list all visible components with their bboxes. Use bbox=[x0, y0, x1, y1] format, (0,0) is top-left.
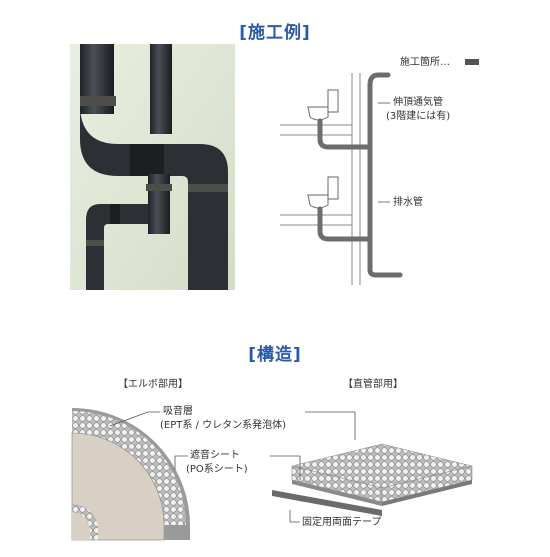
absorb-layer-label: 吸音層 bbox=[163, 406, 193, 417]
elbow-cross-section bbox=[71, 408, 190, 541]
drain-pipe-label: 排水管 bbox=[393, 197, 423, 208]
shield-sheet-label: 遮音シート bbox=[190, 450, 240, 461]
pipe-photo bbox=[70, 44, 235, 290]
building-schematic bbox=[280, 72, 403, 285]
tape-label: 固定用両面テープ bbox=[302, 517, 382, 528]
structure-heading: [構造] bbox=[248, 345, 302, 365]
vent-pipe-label: 伸頂通気管 bbox=[393, 97, 443, 108]
straight-layer-diagram bbox=[272, 443, 473, 516]
straight-caption: 【直管部用】 bbox=[343, 379, 403, 390]
shield-sheet-material: (PO系シート) bbox=[186, 464, 248, 475]
elbow-caption: 【エルボ部用】 bbox=[118, 379, 188, 390]
construction-site-label: 施工箇所… bbox=[400, 57, 450, 68]
absorb-layer-material: (EPT系 / ウレタン系発泡体) bbox=[160, 420, 286, 431]
vent-pipe-note: (3階建には有) bbox=[386, 111, 451, 122]
example-heading: [施工例] bbox=[239, 23, 311, 43]
